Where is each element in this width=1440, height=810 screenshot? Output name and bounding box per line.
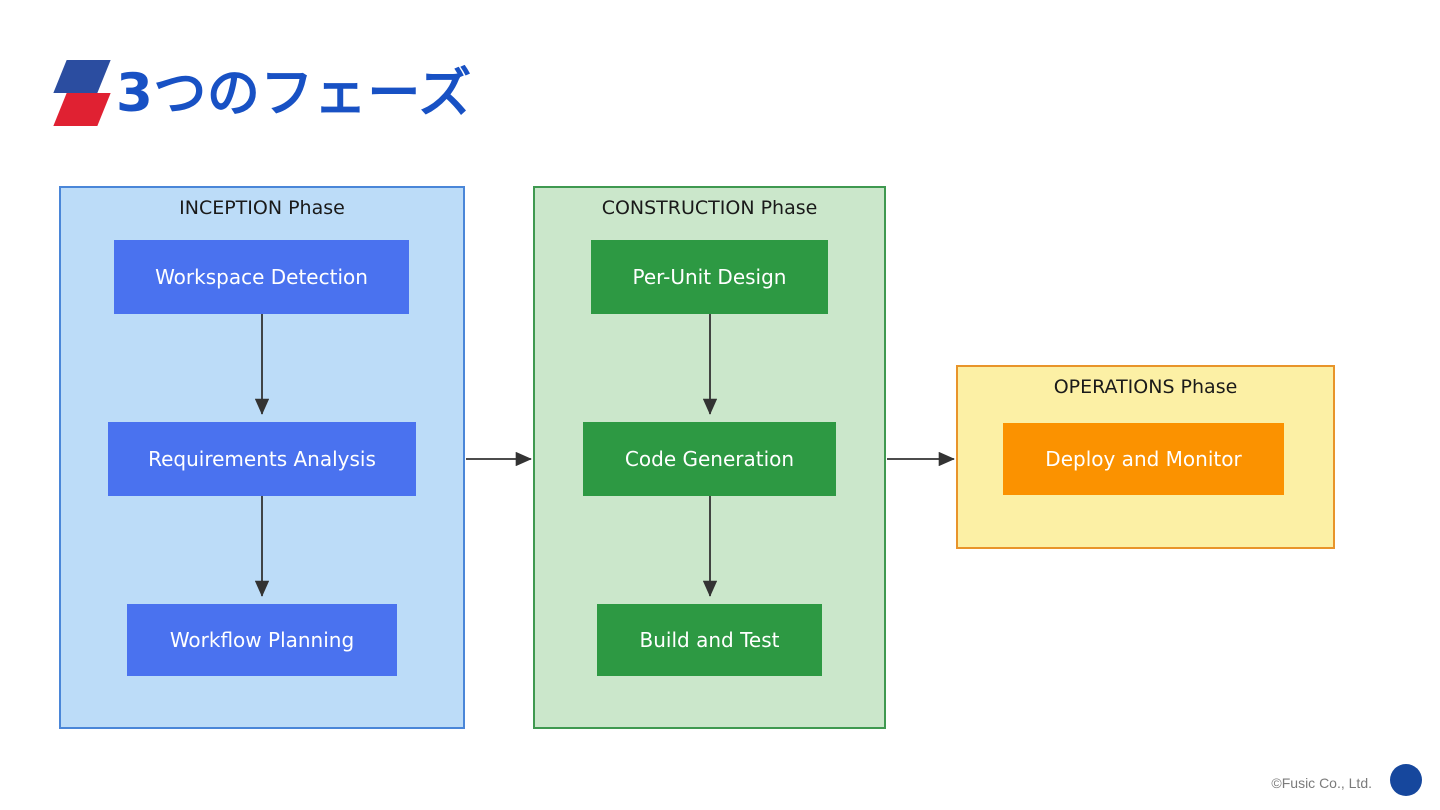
node-label: Workspace Detection xyxy=(155,265,368,289)
node-per-unit-design[interactable]: Per-Unit Design xyxy=(591,240,828,314)
node-code-generation[interactable]: Code Generation xyxy=(583,422,836,496)
node-deploy-and-monitor[interactable]: Deploy and Monitor xyxy=(1003,423,1284,495)
phase-label-operations: OPERATIONS Phase xyxy=(1053,376,1238,398)
node-label: Build and Test xyxy=(639,628,780,652)
node-label: Deploy and Monitor xyxy=(1045,447,1242,471)
fusic-dot-icon xyxy=(1390,764,1422,796)
node-label: Workflow Planning xyxy=(169,628,355,652)
slide-header: 3つのフェーズ xyxy=(53,58,472,128)
phase-label-inception: INCEPTION Phase xyxy=(179,197,345,219)
node-workflow-planning[interactable]: Workflow Planning xyxy=(127,604,397,676)
node-label: Requirements Analysis xyxy=(148,447,376,471)
node-label: Code Generation xyxy=(624,447,795,471)
node-label: Per-Unit Design xyxy=(632,265,787,289)
page-title: 3つのフェーズ xyxy=(116,62,472,124)
node-workspace-detection[interactable]: Workspace Detection xyxy=(114,240,409,314)
phase-label-construction: CONSTRUCTION Phase xyxy=(601,197,818,219)
node-build-and-test[interactable]: Build and Test xyxy=(597,604,822,676)
node-requirements-analysis[interactable]: Requirements Analysis xyxy=(108,422,416,496)
footer-copyright: ©Fusic Co., Ltd. xyxy=(1271,775,1372,791)
